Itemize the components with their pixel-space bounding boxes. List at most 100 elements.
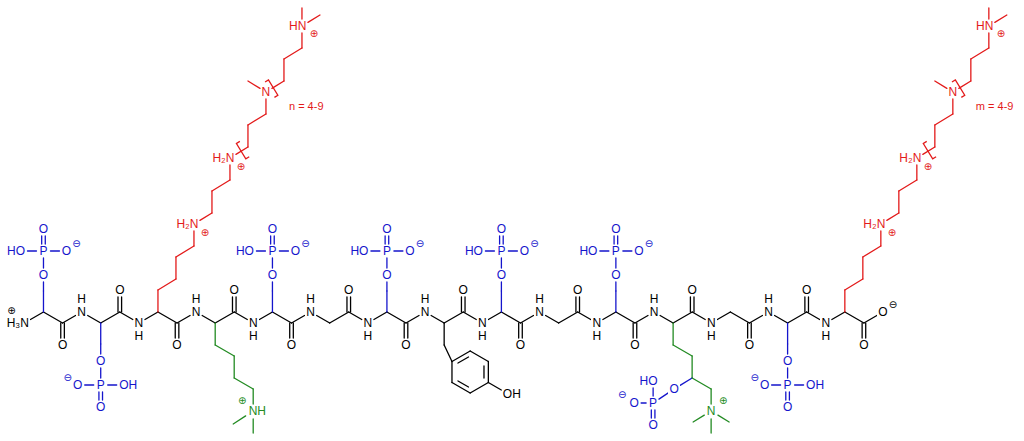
atom-label: O (114, 284, 125, 296)
atom-label: O (458, 284, 469, 296)
bond-line (673, 345, 692, 356)
repeat-bracket (236, 141, 249, 158)
bond-line (158, 279, 176, 290)
bond-line (350, 297, 351, 312)
bond-line (501, 282, 502, 291)
bond-line (710, 419, 711, 433)
bond-line (317, 315, 330, 323)
atom-label: N (420, 306, 431, 318)
atom-label: N (649, 306, 660, 318)
atom-label: O (267, 269, 278, 281)
bond-line (229, 165, 230, 180)
amine-label: H₃N (6, 317, 30, 329)
atom-label: H (305, 293, 316, 305)
bond-line (501, 312, 520, 323)
bond-line (235, 297, 236, 312)
bond-line (349, 312, 362, 320)
bond-line (272, 282, 273, 291)
bond-line (832, 312, 845, 320)
bond-line (100, 344, 101, 354)
bond-line (804, 297, 805, 312)
bond-line (522, 323, 523, 338)
bond-line (463, 312, 476, 320)
bond-line (158, 312, 177, 323)
bond-line (501, 258, 502, 268)
atom-label: O (647, 419, 658, 431)
bond-line (374, 312, 387, 320)
bond-line (175, 323, 176, 338)
bond-line (215, 345, 234, 356)
bond-line (485, 250, 494, 251)
bond-line (406, 315, 419, 323)
bond-line (178, 323, 179, 338)
atom-label: O (171, 339, 182, 351)
atom-label: O (759, 379, 770, 391)
atom-label: P (496, 245, 506, 257)
bond-line (407, 323, 408, 338)
atom-label: O (744, 339, 755, 351)
atom-label: O (496, 223, 507, 235)
atom-label: N (820, 317, 831, 329)
atom-label: H (763, 293, 774, 305)
bond-line (394, 250, 403, 251)
atom-label: P (96, 379, 106, 391)
bond-line (488, 312, 501, 320)
bond-line (458, 381, 469, 387)
atom-label: O (628, 397, 639, 409)
bond-line (253, 419, 254, 433)
bond-line (247, 125, 248, 147)
bond-line (464, 297, 465, 312)
atom-label: HO (235, 245, 255, 257)
bond-line (301, 33, 302, 48)
bond-line (970, 59, 971, 81)
bond-line (616, 312, 635, 323)
bond-line (789, 392, 790, 400)
bond-line (483, 366, 484, 378)
atom-label: N (534, 306, 545, 318)
bond-line (215, 323, 216, 345)
atom-label: N (191, 306, 202, 318)
bond-line (41, 236, 42, 244)
atom-label: O (95, 355, 106, 367)
bond-line (787, 368, 788, 378)
atom-label: P (648, 397, 658, 409)
charge-sign: ⊕ (923, 162, 933, 172)
bond-line (988, 33, 989, 48)
bond-line (451, 362, 452, 383)
bond-line (651, 410, 652, 418)
bond-line (775, 315, 788, 323)
bond-line (404, 323, 405, 338)
bond-line (673, 312, 692, 323)
bond-line (233, 416, 245, 424)
bond-line (27, 250, 36, 251)
atom-label: N (248, 317, 259, 329)
charge-sign: ⊕ (996, 29, 1006, 39)
bond-line (30, 312, 43, 320)
bond-line (371, 250, 380, 251)
bond-line (660, 315, 673, 323)
bond-line (615, 258, 616, 268)
atom-label: H (76, 293, 87, 305)
repeat-count: m = 4-9 (975, 101, 1015, 112)
bond-line (175, 257, 176, 279)
charge-sign: ⊖ (529, 239, 539, 249)
bond-line (692, 312, 705, 320)
charge-sign: ⊖ (888, 300, 898, 310)
atom-label: HO (578, 245, 598, 257)
bond-line (692, 378, 711, 389)
bond-line (641, 402, 646, 403)
atom-label: O (381, 223, 392, 235)
bond-line (202, 315, 215, 323)
bond-line (386, 258, 387, 268)
atom-label: N (763, 306, 774, 318)
atom-label: O (610, 269, 621, 281)
atom-label: N (706, 317, 717, 329)
charge-sign: ⊕ (718, 396, 728, 406)
bond-line (787, 344, 788, 354)
amine-label: H₂N (175, 218, 199, 230)
atom-label: H (191, 293, 202, 305)
bond-line (259, 312, 272, 320)
atom-label: O (95, 401, 106, 413)
bond-line (898, 191, 899, 213)
charge-sign: ⊕ (200, 228, 210, 238)
